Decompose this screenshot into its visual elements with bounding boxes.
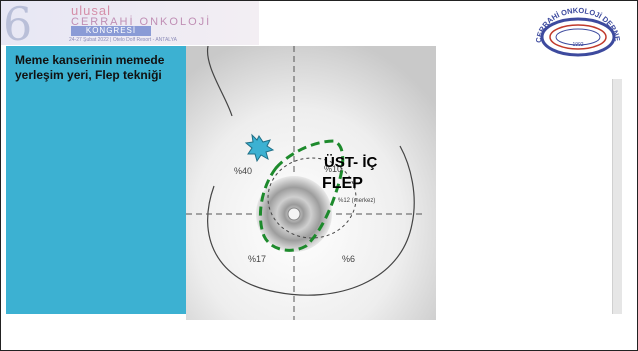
society-seal-icon: CERRAHİ ONKOLOJİ DERNEĞİ 1992 (523, 3, 633, 57)
congress-banner: 6 ulusal CERRAHİ ONKOLOJİ KONGRESİ 24-27… (1, 1, 259, 45)
percent-center: %12 (merkez) (338, 198, 375, 204)
breast-diagram: %40 %10 %12 (merkez) %17 %6 ÜST- İÇ FLEP (186, 46, 436, 320)
percent-lower-inner: %6 (342, 254, 355, 264)
slide-title: Meme kanserinin memede yerleşim yeri, Fl… (15, 53, 165, 83)
svg-text:CERRAHİ ONKOLOJİ DERNEĞİ: CERRAHİ ONKOLOJİ DERNEĞİ (523, 3, 622, 43)
flap-label-line-1: ÜST- İÇ (324, 154, 378, 171)
logo-ring-text: CERRAHİ ONKOLOJİ DERNEĞİ (523, 3, 622, 43)
banner-line-3: KONGRESİ (71, 26, 151, 36)
nipple (288, 208, 300, 220)
logo-year: 1992 (572, 42, 583, 48)
percent-lower-outer: %17 (248, 254, 266, 264)
scrollbar[interactable] (612, 79, 622, 314)
title-panel (6, 46, 186, 314)
banner-line-4: 24-27 Şubat 2022 | Otelo Dolf Resort - A… (69, 37, 177, 43)
banner-number: 6 (3, 0, 32, 51)
flap-label-line-2: FLEP (322, 175, 363, 192)
percent-upper-outer: %40 (234, 166, 252, 176)
